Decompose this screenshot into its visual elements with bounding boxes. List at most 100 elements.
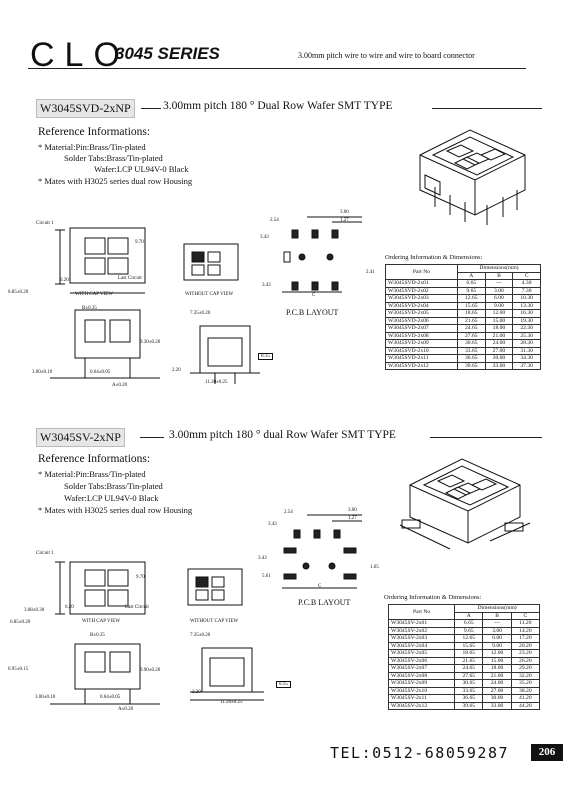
cell-dimension: 34.30 (512, 354, 541, 363)
front-view-drawing (50, 227, 160, 379)
cell-dimension: 24.65 (454, 664, 484, 673)
dim-label: 9.70 (135, 240, 144, 245)
cell-dimension: 18.65 (454, 649, 484, 658)
reference-line: * Mates with H3025 series dual row Housi… (38, 176, 193, 186)
dim-label: 2.54 (284, 510, 293, 515)
dim-label: 9.70 (136, 575, 145, 580)
dim-label: A±0.20 (112, 383, 128, 388)
cell-dimension: 3.00 (484, 286, 514, 295)
cell-dimension: 6.65 (456, 279, 486, 288)
page-subtitle: 3.00mm pitch wire to wire and wire to bo… (298, 51, 475, 60)
cell-part-no: W3045SVD-2x06 (385, 316, 458, 325)
header-c: C (510, 611, 541, 620)
reference-heading: Reference Informations: (38, 126, 151, 138)
section-title: 3.00mm pitch 180 ° dual Row Wafer SMT TY… (169, 429, 396, 441)
dim-label: 3.00 (348, 508, 357, 513)
section-rule (141, 108, 161, 109)
cell-dimension: 17.20 (510, 634, 541, 643)
cell-dimension: 20.20 (510, 641, 541, 650)
cell-dimension: 18.65 (456, 309, 486, 318)
cell-dimension: 21.65 (456, 316, 486, 325)
dim-label: 7.35±0.20 (190, 311, 211, 316)
dim-label: 3.43 (268, 522, 277, 527)
label-last-circuit: Last Circuit (125, 605, 149, 610)
ordering-caption: Ordering Information & Dimensions: (384, 594, 482, 601)
cell-dimension: 14.20 (510, 626, 541, 635)
section-rule (430, 437, 542, 438)
label-pcb-layout: P.C.B LAYOUT (298, 598, 351, 607)
cell-dimension: 29.20 (510, 664, 541, 673)
cell-part-no: W3045SV-2x03 (387, 634, 456, 643)
cell-part-no: W3045SVD-2x09 (385, 339, 458, 348)
dim-label: C (312, 293, 316, 298)
reference-line: Wafer:LCP UL94V-0 Black (64, 493, 159, 503)
cell-dimension: 33.00 (482, 701, 512, 710)
cell-part-no: W3045SVD-2x02 (385, 286, 458, 295)
label-without-cap-view: WITHOUT CAP VIEW (185, 292, 234, 297)
cell-dimension: 27.00 (482, 686, 512, 695)
header-b: B (482, 611, 512, 620)
cell-part-no: W3045SVD-2x03 (385, 294, 458, 303)
cell-part-no: W3045SVD-2x04 (385, 301, 458, 310)
cell-dimension: 18.00 (484, 324, 514, 333)
cell-part-no: W3045SV-2x11 (387, 694, 456, 703)
cell-dimension: 35.20 (510, 679, 541, 688)
dim-label: 6.85±0.20 (8, 290, 29, 295)
dim-label: 6.85±0.20 (10, 620, 31, 625)
cell-dimension: 30.00 (484, 354, 514, 363)
cell-dimension: 24.00 (482, 679, 512, 688)
cell-dimension: 41.20 (510, 694, 541, 703)
label-with-cap-view: WITH CAP VIEW (75, 292, 114, 297)
cell-dimension: 36.65 (456, 354, 486, 363)
cell-dimension: 36.65 (454, 694, 484, 703)
ordering-table: Part No Dimensions(mm) A B C W3045SVD-2x… (385, 264, 542, 370)
cell-dimension: 9.00 (484, 301, 514, 310)
reference-heading: Reference Informations: (38, 453, 151, 465)
cell-part-no: W3045SVD-2x01 (385, 279, 458, 288)
cell-dimension: 38.20 (510, 686, 541, 695)
cell-dimension: 9.65 (454, 626, 484, 635)
dim-label: 3.00±0.10 (35, 695, 56, 700)
cell-dimension: 25.30 (512, 331, 541, 340)
dim-label: 0.64±0.05 (100, 695, 121, 700)
dim-label: 3.43 (260, 235, 269, 240)
cell-part-no: W3045SVD-2x10 (385, 346, 458, 355)
header-part-no: Part No (385, 264, 458, 280)
dim-label: B±0.35 (90, 633, 105, 638)
cell-part-no: W3045SV-2x06 (387, 656, 456, 665)
cell-dimension: 6.00 (482, 634, 512, 643)
dim-label: 6.20 (65, 605, 74, 610)
reference-line: * Mates with H3025 series dual row Housi… (38, 505, 193, 515)
cell-part-no: W3045SVD-2x12 (385, 361, 458, 370)
section-rule (140, 437, 164, 438)
connector-3d-drawing (399, 458, 531, 550)
cell-dimension: 30.65 (456, 339, 486, 348)
dim-label: 6.20 (60, 278, 69, 283)
header-dimensions: Dimensions(mm) (454, 604, 540, 613)
cell-dimension: 13.30 (512, 301, 541, 310)
dim-label: 3.43 (258, 556, 267, 561)
connector-3d-drawing (419, 129, 526, 225)
cell-part-no: W3045SV-2x09 (387, 679, 456, 688)
dim-label: A±0.20 (118, 707, 134, 712)
cell-dimension: 4.30 (512, 279, 541, 288)
section-rule (432, 108, 542, 109)
cell-dimension: --- (482, 619, 512, 628)
cell-dimension: 16.30 (512, 309, 541, 318)
cell-dimension: 21.00 (482, 671, 512, 680)
cell-dimension: 33.65 (456, 346, 486, 355)
front-view-drawing (50, 561, 160, 705)
ordering-caption: Ordering Information & Dimensions: (385, 254, 483, 261)
cell-dimension: 15.00 (484, 316, 514, 325)
